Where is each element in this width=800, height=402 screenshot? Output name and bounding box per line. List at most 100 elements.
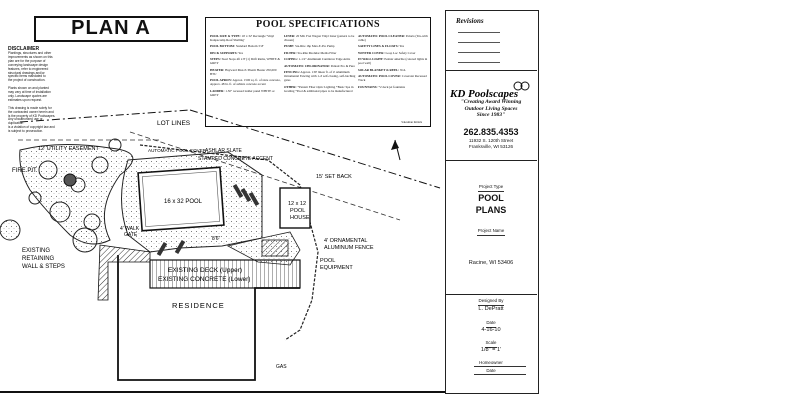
spec-item: POOL SIZE & TYPE: 16' x 32' Rectangle 'V… [210, 34, 275, 42]
pool-house-label-2: HOUSE [290, 215, 310, 221]
disclaimer-line: conveying landscape design [8, 62, 49, 67]
disclaimer-line: the project of construction. [8, 78, 46, 83]
disclaimer-heading: DISCLAIMER [8, 46, 40, 52]
paver-walk [226, 231, 301, 266]
spec-item: DECK SUPPORTS: Yes [210, 50, 243, 55]
spec-item: FOUNTAINS: *2 deck jet fountains [358, 84, 406, 89]
fire-pit [63, 173, 77, 187]
disclaimer-line: improvements as shown on this [8, 54, 53, 59]
disclaimer-line: structural drawings and/or [8, 70, 45, 75]
specifications-title: POOL SPECIFICATIONS [255, 19, 381, 30]
shrub [108, 138, 122, 152]
lot-line [19, 109, 191, 123]
disclaimer-line: may vary at time of installation [8, 90, 51, 95]
title-block [445, 10, 539, 394]
pool-cover-track [142, 171, 220, 227]
shrub [91, 156, 109, 174]
north-arrow-icon [391, 139, 401, 161]
lounge-chair [156, 241, 168, 257]
spec-item: LINER: 20 Mil. Fret Wagon Vinyl Liner (p… [284, 34, 355, 42]
utility-easement-label: 12' UTILITY EASEMENT [38, 146, 99, 152]
lot-lines-label: LOT LINES [157, 120, 191, 127]
tree [0, 219, 21, 241]
pool-size-label: 16 x 32 POOL [164, 199, 203, 205]
lounge-chair [240, 187, 252, 203]
ornamental-fence-label-2: ALUMINUM FENCE [324, 245, 374, 251]
revision-line [458, 62, 500, 63]
project-type-label: Project Type [478, 184, 504, 189]
company-address: 11932 S. 120th Street Franksville, WI 53… [468, 138, 514, 149]
existing-retaining-wall [97, 244, 151, 301]
existing-deck-label: EXISTING DECK (Upper) [168, 267, 242, 274]
company-slogan: "Creating Award Winning Outdoor Living S… [460, 99, 522, 119]
lounge-chair [232, 183, 244, 199]
pool-equipment-label-1: POOL [320, 258, 335, 264]
revisions-label: Revisions [456, 17, 484, 25]
lounge-chair [248, 191, 260, 207]
pool [137, 166, 225, 232]
homeowner-label: Homeowner [479, 360, 503, 365]
spec-item: WINTER COVER: Loop Loc Safety Cover [358, 50, 416, 55]
disclaimer-line: Plantings, structures and other [8, 51, 52, 55]
disclaimer-text: Plantings, structures and other improvem… [8, 51, 56, 134]
spec-column-3: AUTOMATIC POOL CLEANER: Polaris (Tru-wit… [358, 34, 430, 92]
disclaimer-line: Plants shown on and planted [8, 86, 49, 91]
spec-item: AUTOMATIC CHLORINATOR: Pentair Pro & Pur… [284, 63, 355, 68]
ornamental-fence [139, 144, 319, 341]
walk-gate-label-2: GATE [124, 232, 138, 238]
walk-gate-label-1: 4' WALK [120, 226, 140, 232]
fire-pit-label: FIRE PIT [12, 168, 37, 174]
spec-item: SOLAR BLANKET & REEL: N/A [358, 67, 406, 72]
set-back-line [129, 131, 401, 221]
spec-item: PUMP: Sta-Rite 1hp Max-E-Pro Pump [284, 44, 335, 49]
pool-house-size-label: 12 x 12 [288, 201, 306, 207]
spec-item: SAFETY LINES & FLOATS: Yes [358, 44, 404, 49]
disclaimer-line: the contracted owner herein and [8, 109, 54, 114]
existing-concrete-label: EXISTING CONCRETE (Lower) [158, 276, 250, 283]
spec-item: AUTOMATIC POOL CLEANER: Polaris (Tru-wit… [358, 34, 428, 42]
plan-title: PLAN A [34, 16, 188, 42]
disclaimer-line: This drawing is made solely for [8, 105, 52, 110]
scale-label: Scale [485, 340, 497, 345]
salesman-initials-label: Salesman Initials [401, 120, 422, 124]
planting-bed [19, 143, 134, 245]
pool-house-label-1: POOL [290, 208, 305, 214]
project-type-line-2: PLANS [475, 205, 507, 215]
project-type-line-1: POOL [478, 193, 504, 203]
disclaimer-line: specific items mandated to [8, 74, 46, 79]
site-plan-drawing: LOT LINES 12' UTILITY EASEMENT FIRE PIT … [0, 109, 445, 393]
project-location: Racine, WI 53406 [468, 260, 514, 266]
spec-item: COPING: 1-1/2" Aluminum Cantilever Edge … [284, 57, 351, 62]
spec-item: POOL APRON: Approx. 1500 sq. ft. of slat… [210, 78, 281, 87]
disclaimer-line: features, refer to engineered [8, 66, 49, 71]
set-back-label: 15' SET BACK [316, 174, 352, 180]
disclaimer-line: is subject to prosecution. [8, 129, 44, 134]
spec-item: LADDER: 1.50" recessed ladder panel WHIT… [210, 88, 275, 97]
automatic-pool-cover-label: AUTOMATIC POOL COVER [148, 148, 207, 153]
pool-house [279, 187, 311, 229]
spec-item: HEATER: Hayward Max-E-Therm Heater 250,0… [210, 67, 277, 76]
gas-label: GAS [276, 364, 287, 370]
stamped-concrete-label: STAMPED CONCRETE ACCENT [198, 156, 273, 162]
disclaimer-line: only. Landscape quotes are [8, 93, 47, 98]
existing-retaining-label-3: WALL & STEPS [22, 264, 65, 270]
existing-retaining-label-2: RETAINING [22, 256, 55, 262]
pool-equipment-label-2: EQUIPMENT [320, 265, 353, 271]
spec-item: FENCING: Approx. 130' linear ft. of 4' A… [284, 70, 356, 83]
spec-item: FILTER: Sta-Rite Modular Media Filter [284, 50, 337, 55]
project-name-label: Project Name [477, 228, 505, 233]
tree [72, 227, 98, 253]
drawing-date: 4-16-10 [481, 327, 501, 333]
homeowner-date-label: Date [486, 368, 496, 373]
disclaimer-line: Any unauthorized use or duplication [8, 117, 43, 126]
ashlar-slate-label: ASHLAR SLATE [205, 148, 243, 154]
pool-specifications-box: POOL SPECIFICATIONS POOL SIZE & TYPE: 16… [205, 17, 431, 127]
revision-line [458, 52, 500, 53]
spec-item: OTHER: *Pentair Fiber Optic Lighting *Ba… [284, 84, 354, 93]
disclaimer-line: is a violation of copyright law and [8, 125, 55, 130]
disclaimer-line: estimates upon request. [8, 97, 43, 102]
spec-item: POOL BOTTOM: Standard Bottom 3'-8' [210, 44, 264, 49]
spec-item: AUTOMATIC POOL COVER: Coverstar Recessed… [358, 74, 427, 83]
shrub [38, 160, 58, 180]
